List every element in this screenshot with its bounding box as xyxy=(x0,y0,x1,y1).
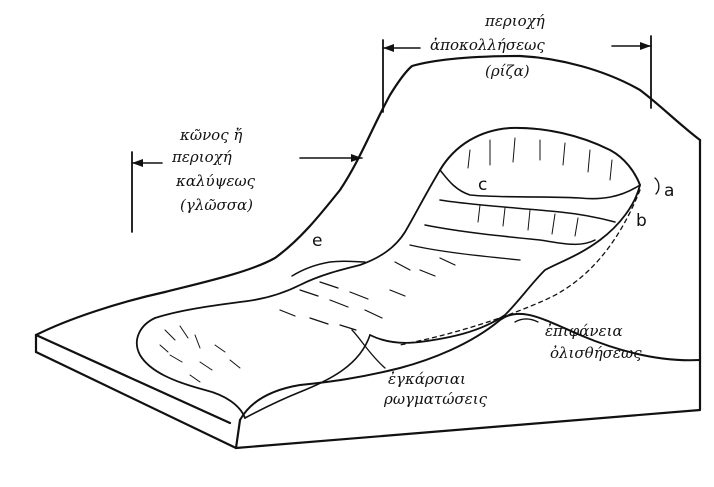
block-top-outline xyxy=(36,56,700,335)
letter-a: a xyxy=(664,181,674,201)
scarp-face xyxy=(440,170,640,199)
step-block-1 xyxy=(440,200,615,222)
transverse-cracks-label: ἐγκάρσιαι ρωγματώσεις xyxy=(383,370,488,408)
slip-surface-line2: ὀλισθήσεως xyxy=(550,344,642,362)
accumulation-line1: κῶνος ἤ xyxy=(179,126,242,144)
accumulation-line4: (γλῶσσα) xyxy=(180,196,253,214)
scarp-hatch xyxy=(468,138,612,236)
toe-texture xyxy=(160,326,240,382)
block-front-top xyxy=(36,335,230,423)
toe-lower xyxy=(245,335,370,418)
depletion-zone-label: περιοχή ἀποκολλήσεως (ρίζα) xyxy=(430,12,545,80)
cracks-leader xyxy=(352,330,385,368)
feature-letters: a b c e xyxy=(312,175,674,251)
cracks-line2: ρωγματώσεις xyxy=(383,390,488,408)
slip-surface-leader xyxy=(515,319,538,322)
depletion-line3: (ρίζα) xyxy=(485,62,530,80)
letter-c: c xyxy=(478,175,487,195)
accumulation-line3: καλύψεως xyxy=(175,172,256,190)
slip-surface-label: ἐπιφάνεια ὀλισθήσεως xyxy=(545,322,642,362)
terrain-block xyxy=(36,56,700,448)
accumulation-line2: περιοχή xyxy=(171,148,232,166)
a-leader xyxy=(655,178,659,194)
step-block-3 xyxy=(410,245,520,260)
accumulation-zone-bracket xyxy=(132,152,362,232)
accumulation-zone-label: κῶνος ἤ περιοχή καλύψεως (γλῶσσα) xyxy=(171,126,256,214)
letter-b: b xyxy=(636,211,647,231)
depletion-line1: περιοχή xyxy=(484,12,545,30)
cracks-line1: ἐγκάρσιαι xyxy=(388,370,466,388)
depletion-line2: ἀποκολλήσεως xyxy=(430,36,545,54)
letter-e: e xyxy=(312,231,322,251)
block-front-bottom xyxy=(36,352,240,448)
step-block-2 xyxy=(425,225,595,244)
toe-outline xyxy=(137,318,245,418)
slip-surface-line1: ἐπιφάνεια xyxy=(545,322,623,340)
left-flank xyxy=(155,170,440,318)
